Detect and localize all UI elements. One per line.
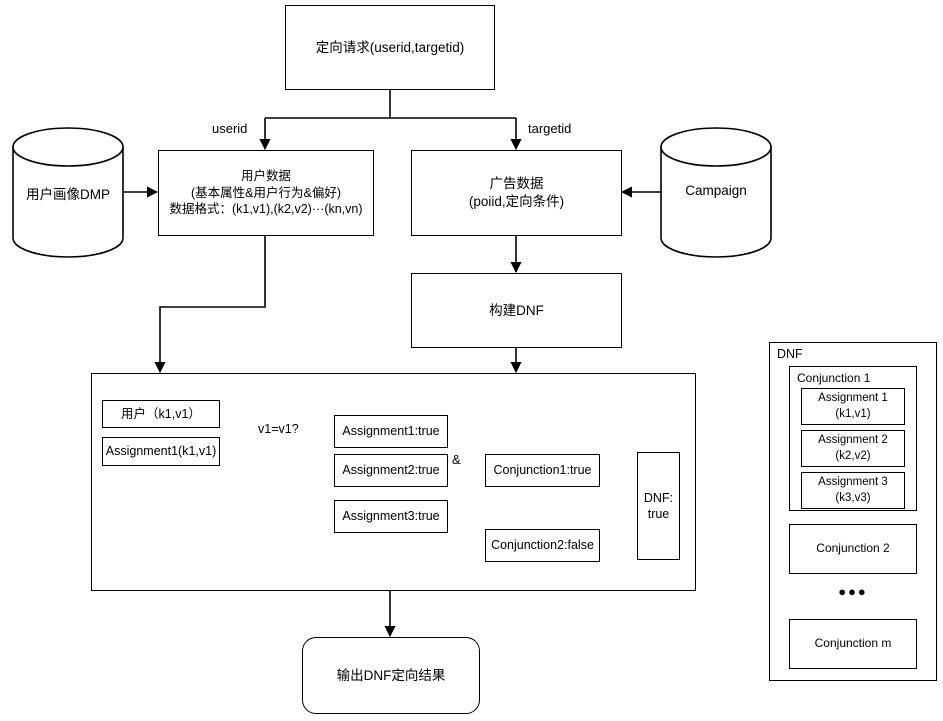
decision-label: v1=v1? [258,422,299,436]
legend-conjunction2[interactable]: Conjunction 2 [789,524,917,574]
legend-assignment-2[interactable]: Assignment 2 (k2,v2) [801,430,905,467]
node-dnf-result[interactable]: DNF: true [637,452,680,560]
datastore-dmp[interactable]: 用户画像DMP [12,127,124,258]
node-assignment3-result[interactable]: Assignment3:true [334,500,448,533]
legend-conjunction-m[interactable]: Conjunction m [789,619,917,669]
datastore-campaign[interactable]: Campaign [660,127,772,258]
edge-label-targetid: targetid [528,121,572,136]
node-build-dnf[interactable]: 构建DNF [411,273,622,348]
datastore-campaign-label: Campaign [685,183,747,198]
legend-conjunction1-title: Conjunction 1 [797,371,871,385]
datastore-dmp-label: 用户画像DMP [26,187,110,202]
node-targeting-request[interactable]: 定向请求(userid,targetid) [285,5,495,90]
node-assignment-kv[interactable]: Assignment1(k1,v1) [102,437,220,466]
edge-userdata-panel [154,236,266,374]
node-output-result[interactable]: 输出DNF定向结果 [302,637,480,714]
edge-label-userid: userid [212,121,248,136]
node-conjunction2-result[interactable]: Conjunction2:false [485,529,600,562]
node-user-kv[interactable]: 用户（k1,v1） [102,400,220,428]
node-assignment1-result[interactable]: Assignment1:true [334,415,448,448]
node-ad-data[interactable]: 广告数据 (poiid,定向条件) [411,150,622,236]
legend-assignment-1[interactable]: Assignment 1 (k1,v1) [801,388,905,425]
legend-assignment-3[interactable]: Assignment 3 (k3,v3) [801,472,905,509]
dnf-legend-title: DNF [777,347,803,361]
node-conjunction1-result[interactable]: Conjunction1:true [485,454,600,487]
and-operator-label: & [452,452,461,467]
node-assignment2-result[interactable]: Assignment2:true [334,454,448,487]
node-user-data[interactable]: 用户数据 (基本属性&用户行为&偏好) 数据格式：(k1,v1),(k2,v2)… [158,150,374,236]
legend-ellipsis: ●●● [838,584,868,599]
